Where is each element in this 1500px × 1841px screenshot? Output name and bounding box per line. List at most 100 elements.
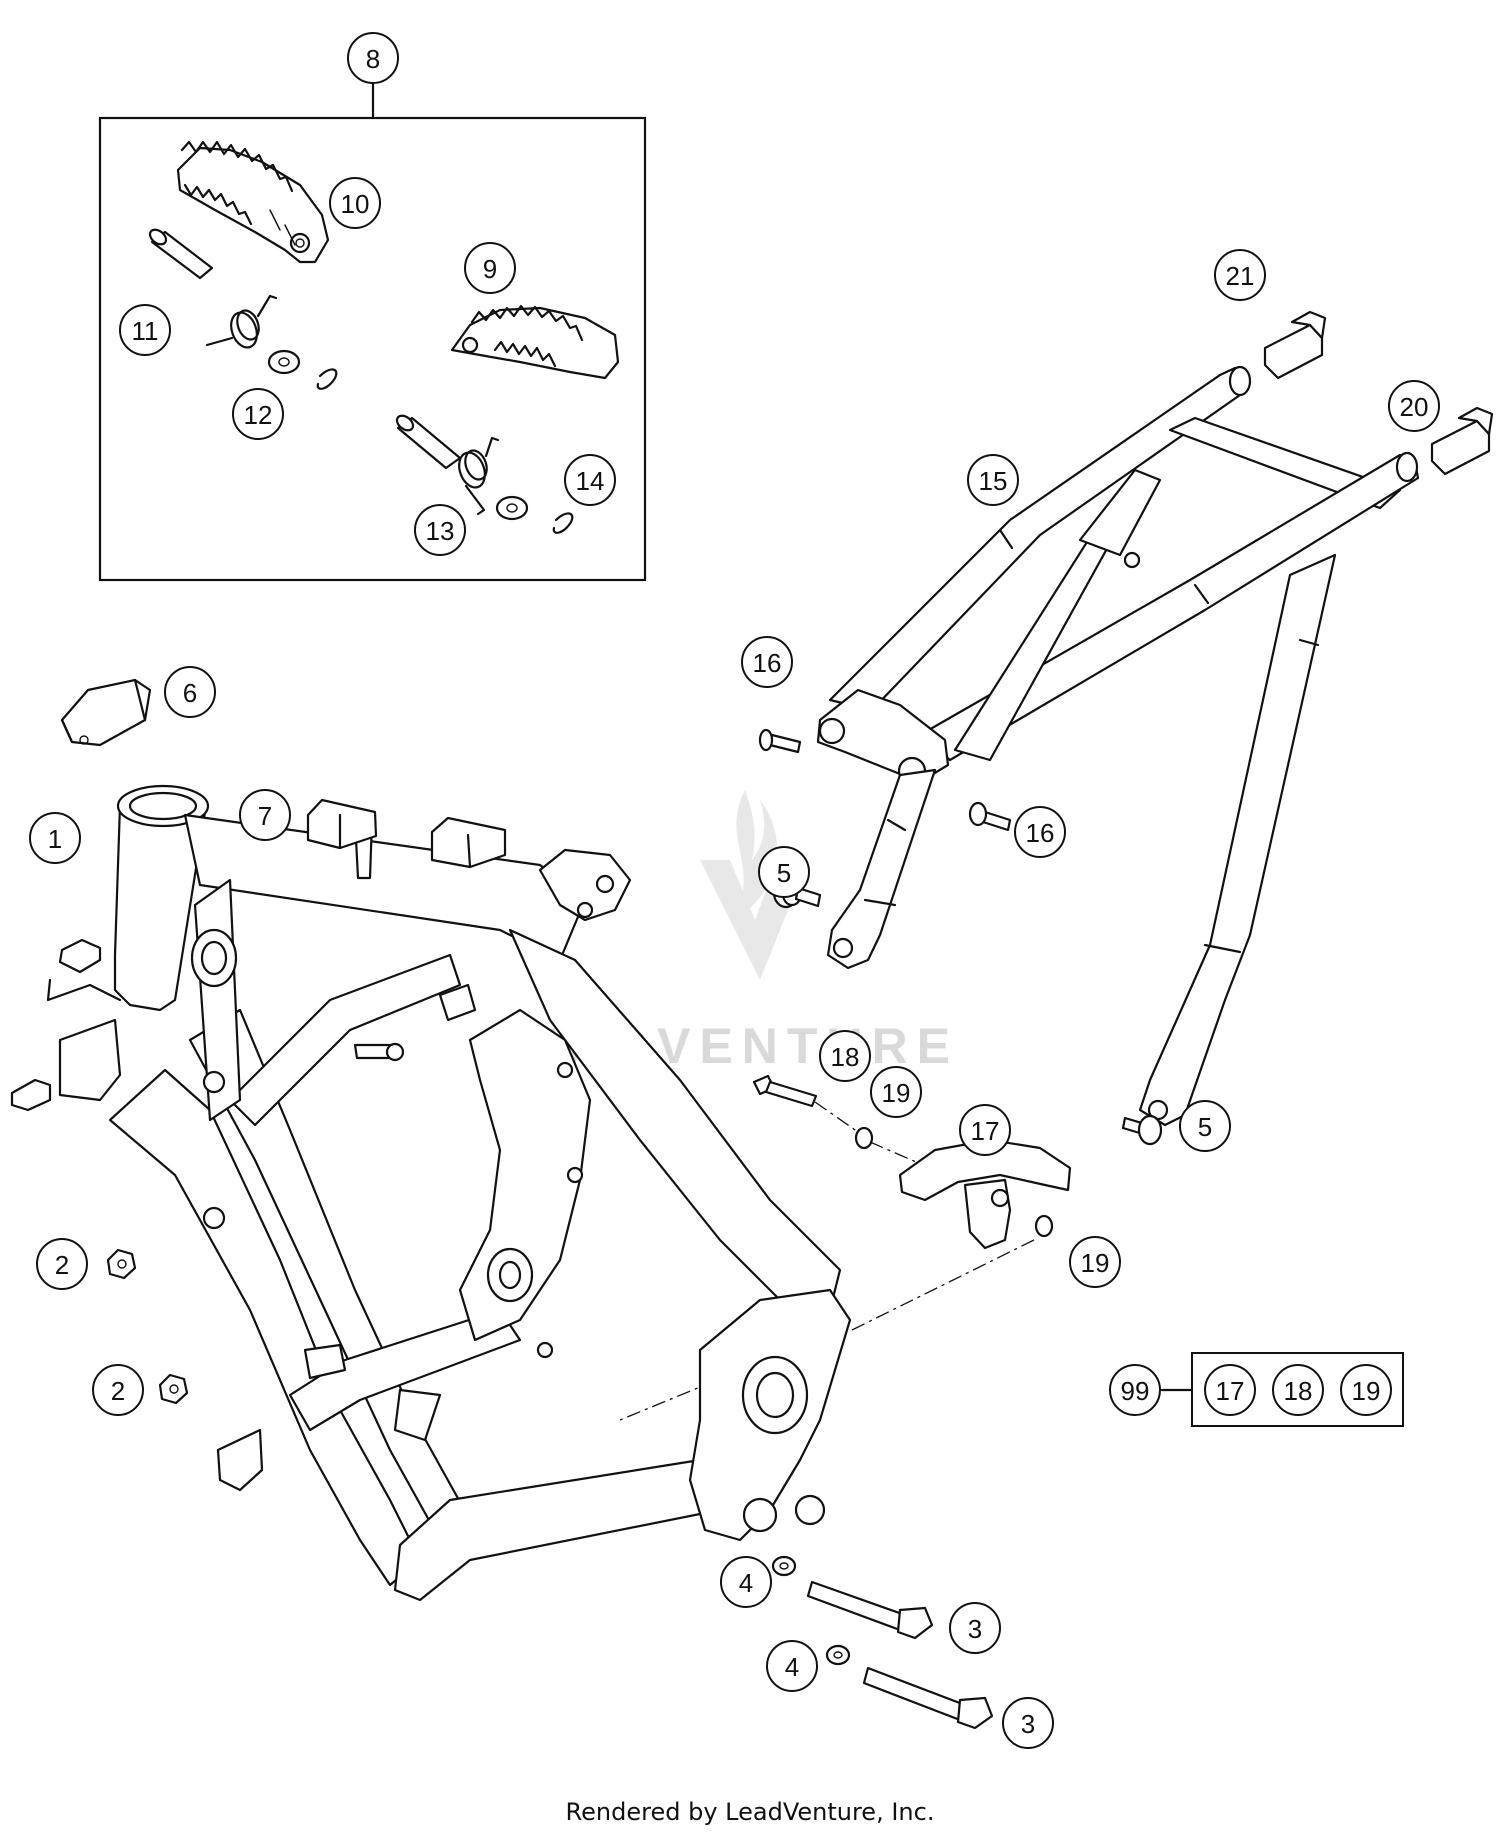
- spring-left: [205, 294, 278, 349]
- callout-number: 99: [1121, 1376, 1150, 1406]
- left-footpeg: [176, 140, 330, 264]
- callout-circle: [949, 1602, 1001, 1654]
- callout-1: 1: [29, 812, 81, 864]
- callout-circle: [967, 454, 1019, 506]
- rear-subframe: [816, 365, 1420, 1127]
- callout-circle: [464, 242, 516, 294]
- callout-12: 12: [232, 388, 284, 440]
- callout-5: 5: [758, 846, 810, 898]
- screw-16-upper: [758, 728, 802, 754]
- bolt-3-lower: [862, 1666, 994, 1730]
- callout-number: 2: [111, 1376, 125, 1406]
- callout-4: 4: [720, 1556, 772, 1608]
- callout-number: 18: [1284, 1376, 1313, 1406]
- callout-3: 3: [949, 1602, 1001, 1654]
- cotter-pin-right: [552, 512, 574, 534]
- callout-number: 3: [968, 1614, 982, 1644]
- nut-2-lower: [158, 1373, 189, 1405]
- footpeg-pin-left: [148, 228, 214, 280]
- callout-circle: [1179, 1100, 1231, 1152]
- callout-circle: [1014, 806, 1066, 858]
- callout-circle: [741, 636, 793, 688]
- end-cap-21: [1263, 310, 1327, 380]
- callout-number: 14: [576, 466, 605, 496]
- callout-number: 15: [979, 466, 1008, 496]
- callout-21: 21: [1214, 249, 1266, 301]
- callout-circle: [1204, 1364, 1256, 1416]
- callout-2: 2: [36, 1238, 88, 1290]
- protector-7-left: [306, 798, 378, 850]
- callout-9: 9: [464, 242, 516, 294]
- callout-number: 19: [1081, 1248, 1110, 1278]
- callout-number: 16: [753, 648, 782, 678]
- callout-number: 10: [341, 189, 370, 219]
- callout-14: 14: [564, 454, 616, 506]
- callout-circle: [1340, 1364, 1392, 1416]
- callout-number: 18: [831, 1042, 860, 1072]
- right-footpeg: [450, 304, 620, 380]
- callout-circle: [564, 454, 616, 506]
- callout-19: 19: [1069, 1236, 1121, 1288]
- spring-right: [458, 436, 500, 516]
- callout-circle: [119, 304, 171, 356]
- callout-circle: [758, 846, 810, 898]
- callout-number: 5: [1198, 1112, 1212, 1142]
- callout-17: 17: [959, 1104, 1011, 1156]
- end-cap-20: [1430, 406, 1494, 476]
- callout-2: 2: [92, 1364, 144, 1416]
- callout-number: 19: [1352, 1376, 1381, 1406]
- callout-circle: [92, 1364, 144, 1416]
- callout-number: 3: [1021, 1709, 1035, 1739]
- footer-credit: Rendered by LeadVenture, Inc.: [565, 1798, 935, 1826]
- bolt-3-upper: [806, 1580, 934, 1640]
- callout-6: 6: [164, 666, 216, 718]
- callout-circle: [239, 789, 291, 841]
- callout-8: 8: [347, 32, 399, 84]
- callout-4: 4: [766, 1640, 818, 1692]
- callout-number: 4: [785, 1652, 799, 1682]
- callout-number: 19: [882, 1078, 911, 1108]
- callout-number: 13: [426, 516, 455, 546]
- callout-16: 16: [1014, 806, 1066, 858]
- callout-10: 10: [329, 177, 381, 229]
- callout-number: 11: [132, 316, 159, 346]
- callout-number: 1: [48, 824, 62, 854]
- washer-19-lower: [1034, 1214, 1054, 1238]
- callout-circle: [870, 1066, 922, 1118]
- callout-circle: [1214, 249, 1266, 301]
- callout-number: 17: [1216, 1376, 1245, 1406]
- callout-number: 8: [366, 44, 380, 74]
- chain-guide-bracket: [898, 1138, 1072, 1250]
- cotter-pin-left: [316, 368, 338, 390]
- bolt-18: [752, 1074, 818, 1108]
- callout-circle: [347, 32, 399, 84]
- callout-circle: [414, 504, 466, 556]
- callout-circle: [720, 1556, 772, 1608]
- washer-4-lower: [825, 1644, 851, 1666]
- footpeg-pin-right: [395, 414, 462, 470]
- callout-20: 20: [1388, 380, 1440, 432]
- callout-circle: [329, 177, 381, 229]
- callout-circle: [959, 1104, 1011, 1156]
- washer-right: [495, 495, 529, 521]
- callout-99: 99: [1109, 1364, 1161, 1416]
- callout-number: 9: [483, 254, 497, 284]
- callout-circle: [1002, 1697, 1054, 1749]
- washer-4-upper: [771, 1555, 797, 1577]
- callout-circle: [29, 812, 81, 864]
- callout-circle: [232, 388, 284, 440]
- callout-17: 17: [1204, 1364, 1256, 1416]
- callout-16: 16: [741, 636, 793, 688]
- callout-circle: [36, 1238, 88, 1290]
- callout-11: 11: [119, 304, 171, 356]
- callout-number: 4: [739, 1568, 753, 1598]
- callout-7: 7: [239, 789, 291, 841]
- washer-left: [267, 349, 301, 375]
- callout-circle: [1109, 1364, 1161, 1416]
- protector-7-right: [430, 816, 507, 869]
- callout-number: 20: [1400, 392, 1429, 422]
- callout-18: 18: [819, 1030, 871, 1082]
- callout-circle: [766, 1640, 818, 1692]
- callout-18: 18: [1272, 1364, 1324, 1416]
